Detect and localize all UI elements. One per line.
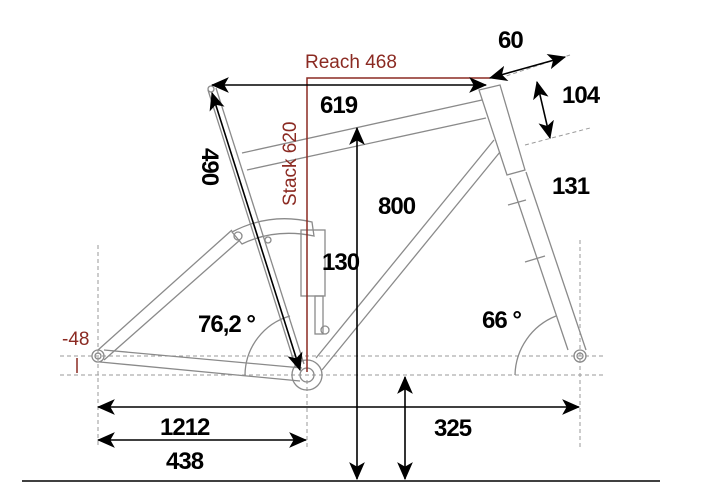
bb-height-130-label: 130	[322, 249, 360, 276]
seat-tube-arrow	[209, 91, 303, 372]
dimension-arrows	[96, 53, 581, 481]
stack-label: Stack 620	[280, 122, 301, 207]
head-angle-arc	[514, 315, 557, 376]
standover-label: 800	[378, 193, 416, 220]
wheelbase-label: 1212	[160, 414, 210, 441]
fork	[509, 177, 569, 351]
rocker-link	[230, 218, 315, 245]
head-tube	[478, 84, 526, 176]
seat-tube-label: 490	[196, 148, 223, 186]
chainstay-label: 438	[166, 448, 204, 475]
fork-length-label: 131	[552, 173, 590, 200]
reach-stack-line	[306, 77, 490, 372]
seatpost-clamp	[207, 85, 215, 93]
stem-label: 60	[498, 27, 523, 54]
bb-drop-label: -48	[62, 329, 89, 350]
down-tube	[315, 139, 495, 359]
stem-arrow	[488, 53, 567, 82]
bike-frame	[91, 84, 587, 391]
reach-label: Reach 468	[305, 52, 397, 73]
top-tube-label: 619	[320, 92, 358, 119]
front-axle	[573, 349, 587, 363]
headtube-reference	[524, 127, 591, 146]
head-angle-label: 66 °	[482, 307, 521, 334]
seat-angle-label: 76,2 °	[198, 311, 255, 338]
head-tube-label: 104	[562, 82, 601, 109]
head-tube-arrow	[533, 80, 554, 140]
bb-height-label: 325	[434, 415, 472, 442]
rear-axle	[91, 349, 105, 363]
